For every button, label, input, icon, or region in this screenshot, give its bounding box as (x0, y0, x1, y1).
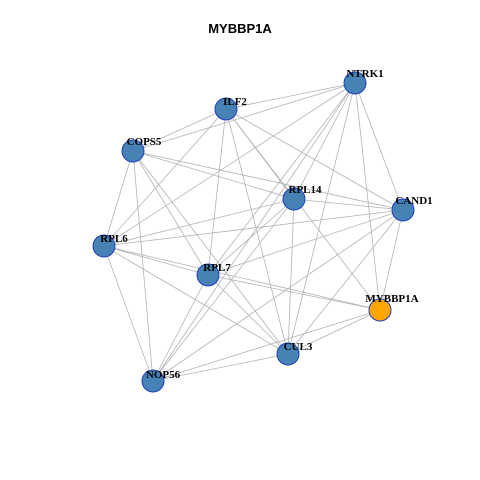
edge-cops5-rpl7 (132, 150, 209, 276)
edge-ntrk1-nop56 (152, 82, 356, 382)
edge-ntrk1-cand1 (354, 82, 404, 211)
edge-layer (103, 82, 404, 382)
node-label-cul3: CUL3 (284, 341, 313, 353)
edge-rpl6-rpl7 (103, 245, 209, 276)
node-layer (92, 71, 415, 393)
edge-ilf2-rpl6 (103, 108, 227, 247)
edge-cops5-rpl6 (103, 150, 134, 247)
edge-cand1-nop56 (152, 209, 404, 382)
node-mybbp1a[interactable] (368, 298, 392, 322)
node-label-nop56: NOP56 (146, 369, 181, 381)
edge-rpl14-cand1 (293, 198, 404, 211)
edge-ntrk1-ilf2 (225, 82, 356, 110)
edge-mybbp1a-cul3 (287, 309, 381, 355)
edge-rpl7-cul3 (207, 274, 289, 355)
edge-cops5-cul3 (132, 150, 289, 355)
node-label-rpl14: RPL14 (289, 184, 323, 196)
edge-ilf2-mybbp1a (225, 108, 381, 311)
node-cops5[interactable] (121, 139, 145, 163)
edge-ilf2-cops5 (132, 108, 227, 152)
node-cul3[interactable] (276, 342, 300, 366)
node-rpl14[interactable] (282, 187, 306, 211)
node-label-mybbp1a: MYBBP1A (365, 293, 418, 305)
edge-ntrk1-rpl7 (207, 82, 356, 276)
edge-ntrk1-rpl6 (103, 82, 356, 247)
edge-ntrk1-cops5 (132, 82, 356, 152)
node-label-rpl7: RPL7 (203, 262, 231, 274)
edge-rpl14-cul3 (287, 198, 295, 355)
graph-title: MYBBP1A (208, 21, 272, 36)
edge-cand1-rpl6 (103, 209, 404, 247)
node-nop56[interactable] (141, 369, 165, 393)
edge-ilf2-rpl7 (207, 108, 227, 276)
edge-cul3-nop56 (152, 353, 289, 382)
node-rpl6[interactable] (92, 234, 116, 258)
edge-ntrk1-mybbp1a (354, 82, 381, 311)
edge-cand1-rpl7 (207, 209, 404, 276)
node-label-ilf2: ILF2 (223, 96, 247, 108)
edge-cand1-cul3 (287, 209, 404, 355)
edge-rpl14-rpl6 (103, 198, 295, 247)
edge-rpl7-mybbp1a (207, 274, 381, 311)
edge-ilf2-cand1 (225, 108, 404, 211)
edge-cand1-mybbp1a (379, 209, 404, 311)
edge-cops5-nop56 (132, 150, 154, 382)
edge-rpl6-cul3 (103, 245, 289, 355)
edge-rpl6-mybbp1a (103, 245, 381, 311)
node-cand1[interactable] (391, 198, 415, 222)
edge-mybbp1a-nop56 (152, 309, 381, 382)
node-label-ntrk1: NTRK1 (346, 68, 383, 80)
node-label-cand1: CAND1 (395, 195, 432, 207)
node-ntrk1[interactable] (343, 71, 367, 95)
edge-ntrk1-cul3 (287, 82, 356, 355)
edge-rpl7-nop56 (152, 274, 209, 382)
node-label-cops5: COPS5 (127, 136, 162, 148)
edge-cops5-rpl14 (132, 150, 295, 200)
node-rpl7[interactable] (196, 263, 220, 287)
node-label-rpl6: RPL6 (100, 233, 128, 245)
edge-rpl6-nop56 (103, 245, 154, 382)
edge-cops5-cand1 (132, 150, 404, 211)
edge-rpl14-rpl7 (207, 198, 295, 276)
edge-ntrk1-rpl14 (293, 82, 356, 200)
node-ilf2[interactable] (214, 97, 238, 121)
